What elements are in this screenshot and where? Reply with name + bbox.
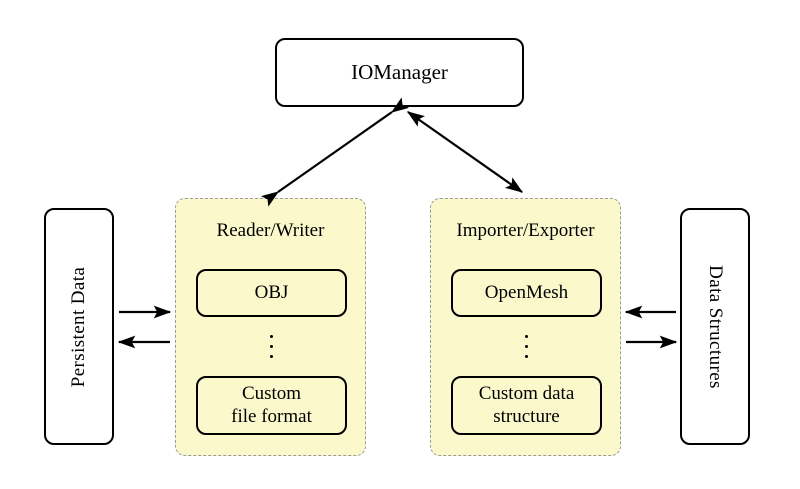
arrow-iomanager-reader-writer	[261, 97, 409, 207]
node-persistent-data-label: Persistent Data	[67, 266, 89, 387]
item-custom-file-format-line1: Custom	[241, 383, 302, 405]
panel-reader-writer[interactable]: Reader/Writer OBJ Custom file format	[175, 198, 366, 456]
node-data-structures-label: Data Structures	[705, 264, 727, 389]
node-iomanager-label: IOManager	[351, 60, 448, 85]
arrow-iomanager-importer-exporter	[406, 111, 524, 193]
panel-importer-exporter[interactable]: Importer/Exporter OpenMesh Custom data s…	[430, 198, 621, 456]
node-iomanager[interactable]: IOManager	[275, 38, 524, 107]
node-data-structures[interactable]: Data Structures	[680, 208, 750, 445]
item-custom-file-format[interactable]: Custom file format	[196, 376, 347, 435]
item-obj[interactable]: OBJ	[196, 269, 347, 317]
item-custom-data-structure-line1: Custom data	[478, 383, 575, 405]
item-openmesh[interactable]: OpenMesh	[451, 269, 602, 317]
item-openmesh-label: OpenMesh	[484, 281, 569, 303]
node-persistent-data[interactable]: Persistent Data	[44, 208, 114, 445]
item-custom-file-format-line2: file format	[231, 405, 312, 427]
panel-reader-writer-title: Reader/Writer	[216, 220, 325, 241]
panel-importer-exporter-title: Importer/Exporter	[456, 220, 595, 241]
item-custom-data-structure[interactable]: Custom data structure	[451, 376, 602, 435]
item-custom-data-structure-line2: structure	[493, 405, 560, 427]
item-obj-label: OBJ	[254, 281, 289, 303]
